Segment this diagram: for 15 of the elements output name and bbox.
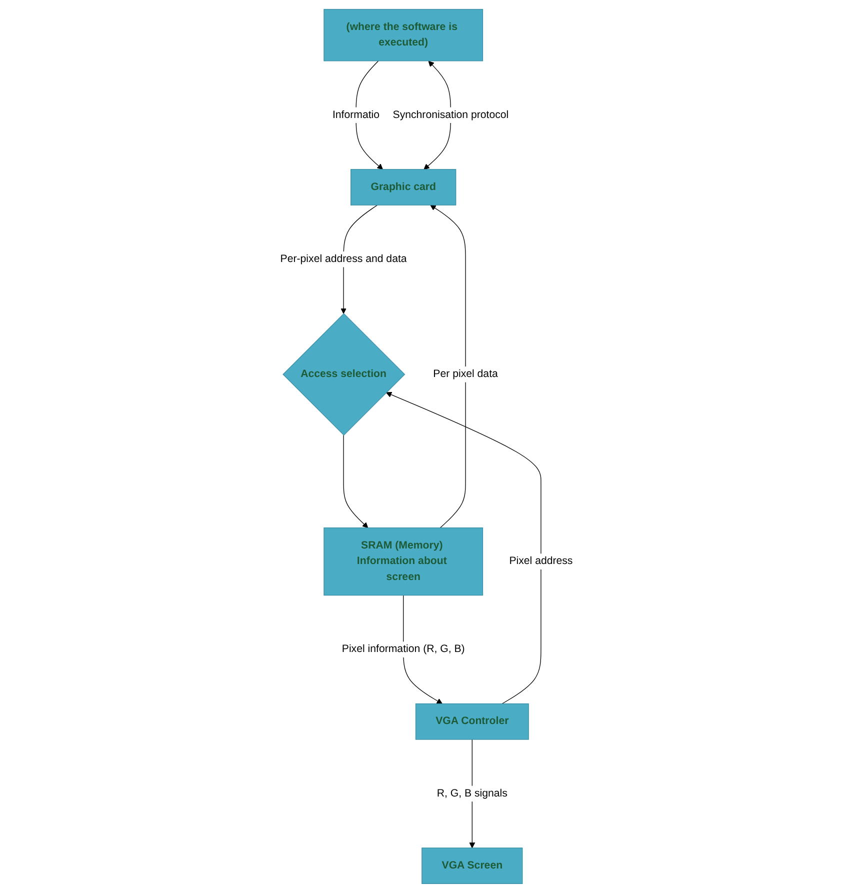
arrow — [430, 204, 466, 528]
edge-label: Synchronisation protocol — [392, 109, 509, 120]
node-box: (where the software is executed) — [324, 8, 484, 62]
edge-label: Per pixel data — [433, 368, 498, 380]
node-diamond: Access selection — [282, 313, 406, 436]
node-box: VGA Controler — [415, 703, 529, 740]
edge-label: Pixel address — [509, 556, 573, 567]
node-box: SRAM (Memory) Information about screen — [324, 527, 484, 596]
edge-label: Pixel information (R, G, B) — [342, 644, 465, 655]
node-box: Graphic card — [350, 169, 456, 206]
node-box: VGA Screen — [422, 848, 523, 884]
arrow — [343, 434, 368, 528]
edge-label: R, G, B signals — [436, 788, 508, 800]
edge-label: Informatio — [332, 109, 380, 120]
edge-label: Per-pixel address and data — [280, 253, 407, 265]
